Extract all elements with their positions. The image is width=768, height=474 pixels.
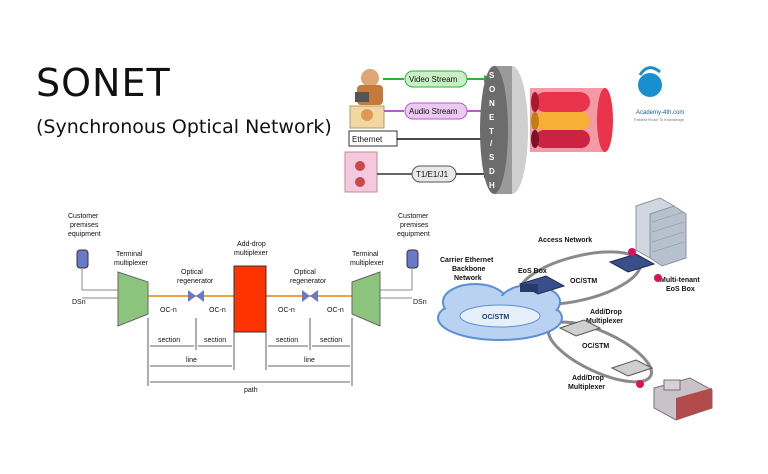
svg-text:D: D [489, 167, 495, 176]
oc-mid-label: OC/STM [582, 343, 609, 350]
t1-source-icon [344, 151, 378, 193]
logo-tagline: Fastest Road To Knowledge [634, 117, 685, 122]
building-icon [635, 197, 687, 267]
adm-bottom-device [610, 359, 654, 377]
svg-text:O: O [489, 85, 495, 94]
svg-text:/: / [490, 139, 493, 148]
video-stream-label: Video Stream [409, 75, 458, 84]
svg-text:S: S [489, 71, 495, 80]
backbone-cloud: OC/STM [437, 283, 563, 341]
terminal-mux-right [351, 271, 381, 327]
oc-label: OC-n [327, 307, 344, 314]
svg-text:T: T [489, 127, 494, 136]
node-dot [636, 380, 644, 388]
eos-box-device [518, 275, 566, 295]
access-network-label: Access Network [538, 237, 592, 244]
ethernet-label: Ethernet [352, 135, 383, 144]
audio-stream-label: Audio Stream [409, 107, 458, 116]
node-dot [628, 248, 636, 256]
section-arrows [150, 345, 350, 383]
svg-text:H: H [489, 181, 495, 190]
logo-text: Academy-4th.com [636, 110, 684, 116]
node-dot [654, 274, 662, 282]
svg-text:S: S [489, 153, 495, 162]
video-source-icon [355, 69, 383, 105]
oc-label: OC-n [160, 307, 177, 314]
section-label: section [320, 337, 342, 344]
sonet-sdh-drum [480, 66, 528, 194]
t1-stream-label: T1/E1/J1 [416, 170, 449, 179]
cloud-label: OC/STM [482, 314, 509, 321]
adm-top-device [558, 319, 602, 337]
drum-letters: S O N E T / S D H [489, 71, 495, 190]
office-building-icon [653, 377, 713, 421]
academy-logo: Academy-4th.com Fastest Road To Knowledg… [634, 66, 685, 122]
section-label: section [204, 337, 226, 344]
eos-box-label: EoS Box [518, 268, 547, 275]
audio-source-icon [349, 105, 385, 129]
section-label: section [158, 337, 180, 344]
multi-tenant-device [608, 253, 656, 273]
svg-text:E: E [489, 113, 495, 122]
output-cylinders [530, 88, 613, 152]
dsn-right-label: DSn [413, 299, 427, 306]
add-drop-multiplexer [233, 265, 267, 333]
oc-label: OC-n [278, 307, 295, 314]
line-label: line [186, 357, 197, 364]
page-subtitle: (Synchronous Optical Network) [36, 116, 332, 138]
regen-left-icon [188, 290, 196, 302]
ethernet-box: Ethernet [348, 130, 398, 147]
terminal-mux-left [117, 271, 149, 327]
oc-top-label: OC/STM [570, 278, 597, 285]
regen-right-icon [302, 290, 310, 302]
line-label: line [304, 357, 315, 364]
page-title: SONET [36, 61, 171, 105]
dsn-left-label: DSn [72, 299, 86, 306]
oc-label: OC-n [209, 307, 226, 314]
svg-text:N: N [489, 99, 495, 108]
section-label: section [276, 337, 298, 344]
path-label: path [244, 387, 258, 394]
